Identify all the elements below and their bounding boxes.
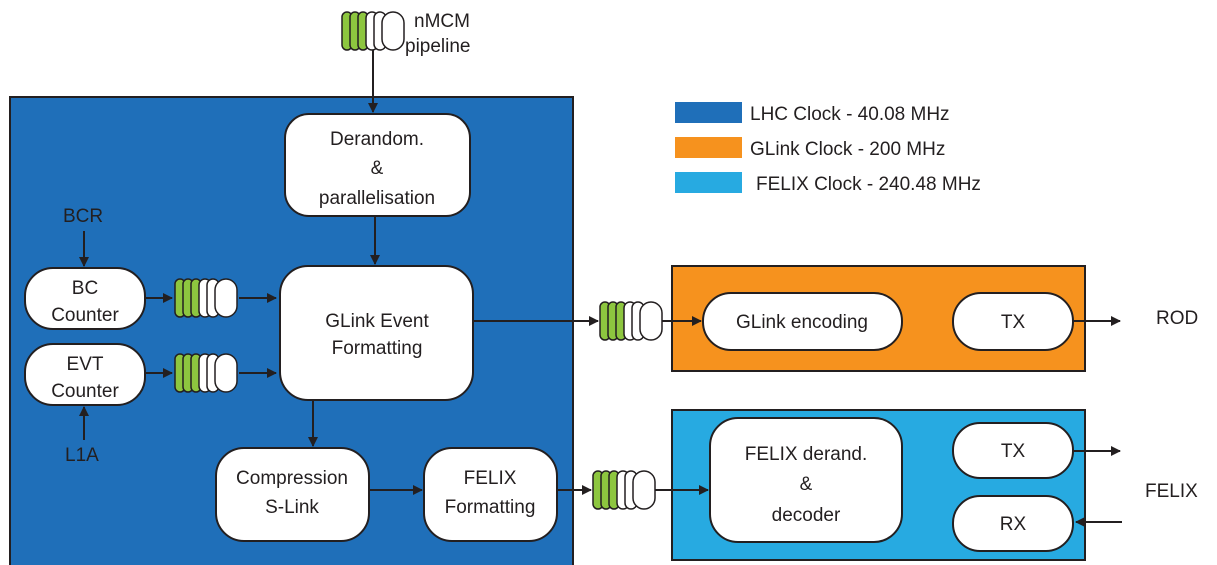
nmcm-label-line1: nMCM [414,11,470,32]
felix-derand-decoder-block [709,417,903,543]
evt-counter-block [24,343,146,406]
derandom-label-line1: Derandom. [330,129,424,150]
felix-rx-label: RX [1000,514,1027,535]
bc-counter-label-line2: Counter [51,305,119,326]
derandom-label-line2: & [371,158,384,179]
nmcm-fifo-icon [341,11,405,51]
derandom-parallelisation-block [284,113,471,217]
glink-encoding-label: GLink encoding [736,312,868,333]
legend-swatch-lhc [675,102,742,123]
glink-event-label-line2: Formatting [332,338,423,359]
legend-swatch-felix [675,172,742,193]
derandom-label-line3: parallelisation [319,188,435,209]
legend: LHC Clock - 40.08 MHz GLink Clock - 200 … [675,102,981,195]
legend-label-lhc: LHC Clock - 40.08 MHz [750,104,950,125]
felix-tx-label: TX [1001,441,1026,462]
felix-fifo-icon [592,470,656,510]
compression-label-line1: Compression [236,468,348,489]
glink-encoding-block [702,292,903,351]
bc-counter-fifo-icon [174,278,238,318]
felix-derand-label-line3: decoder [772,505,841,526]
felix-formatting-label-line2: Formatting [445,497,536,518]
evt-counter-fifo-icon [174,353,238,393]
felix-derand-label-line1: FELIX derand. [745,444,868,465]
felix-formatting-label-line1: FELIX [464,468,517,489]
compression-label-line2: S-Link [265,497,319,518]
l1a-label: L1A [65,445,99,466]
bcr-label: BCR [63,206,103,227]
felix-derand-label-line2: & [800,474,813,495]
legend-label-glink: GLink Clock - 200 MHz [750,139,945,160]
felix-output-label: FELIX [1145,481,1198,502]
evt-counter-label-line1: EVT [67,354,104,375]
glink-fifo-icon [599,301,663,341]
evt-counter-label-line2: Counter [51,381,119,402]
rod-output-label: ROD [1156,308,1198,329]
compression-slink-block [215,447,370,542]
glink-event-formatting-block [279,265,474,401]
legend-label-felix: FELIX Clock - 240.48 MHz [756,174,981,195]
felix-rx-block [952,495,1074,552]
felix-formatting-block [423,447,558,542]
glink-tx-label: TX [1001,312,1026,333]
glink-event-label-line1: GLink Event [325,311,429,332]
legend-swatch-glink [675,137,742,158]
nmcm-label-line2: pipeline [405,36,471,57]
bc-counter-label-line1: BC [72,278,98,299]
